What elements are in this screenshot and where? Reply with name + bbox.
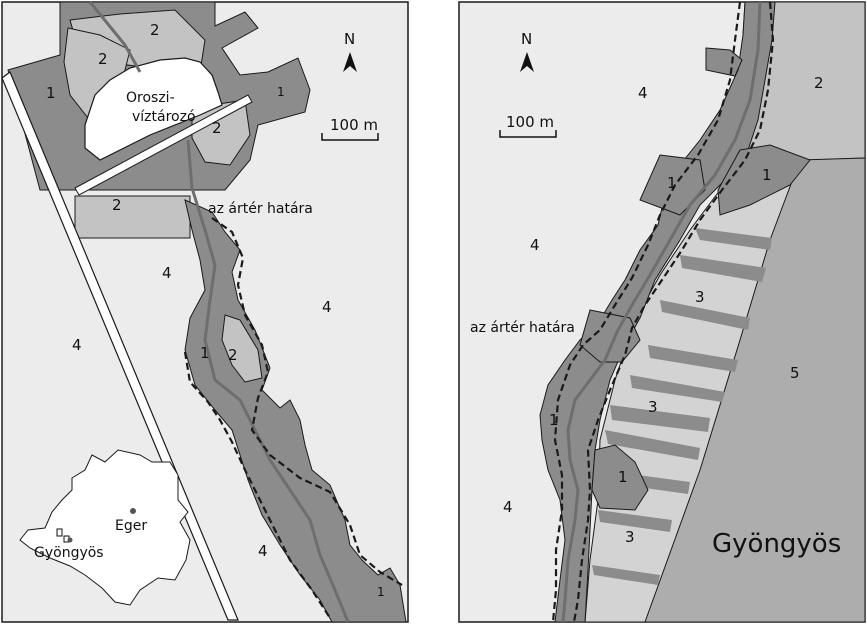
zone-number-2: 2 xyxy=(150,21,160,39)
diagonal-road xyxy=(1,71,239,621)
zone-number-4: 4 xyxy=(503,498,513,516)
zone-2-south-strip xyxy=(74,195,191,239)
zone-number-2: 2 xyxy=(112,196,122,214)
reservoir-water xyxy=(84,57,223,161)
stream-line xyxy=(88,1,350,623)
zone-number-5: 5 xyxy=(790,364,800,382)
scale-label-left: 100 m xyxy=(330,116,378,134)
north-label-right: N xyxy=(521,30,532,48)
zone-number-1: 1 xyxy=(549,411,559,429)
city-dot-gyongyos xyxy=(67,537,73,543)
city-label-gyongyos: Gyöngyös xyxy=(712,529,841,559)
reservoir-label-line1: Oroszi- xyxy=(126,90,175,106)
zone-number-3: 3 xyxy=(648,398,658,416)
zone-number-1: 1 xyxy=(618,468,628,486)
city-dot-eger xyxy=(130,508,136,514)
zone-number-4: 4 xyxy=(322,298,332,316)
zone-number-3: 3 xyxy=(625,528,635,546)
zone-number-2: 2 xyxy=(98,50,108,68)
zone-5-city-area xyxy=(644,157,866,623)
zone-2-valley-patch xyxy=(221,314,263,383)
zone-number-2: 2 xyxy=(814,74,824,92)
zone-number-1: 1 xyxy=(377,585,385,599)
zone-number-3: 3 xyxy=(695,288,705,306)
zone-number-4: 4 xyxy=(258,542,268,560)
zone-number-1: 1 xyxy=(762,166,772,184)
north-arrow-left: N xyxy=(343,30,357,72)
inset-label-gyongyos: Gyöngyös xyxy=(34,545,104,561)
scale-label-right: 100 m xyxy=(506,113,554,131)
reservoir-label-line2: víztározó xyxy=(132,109,196,125)
zone-1-branch-north xyxy=(705,47,743,77)
zone-number-4: 4 xyxy=(530,236,540,254)
zone-number-1: 1 xyxy=(667,174,677,192)
inset-label-eger: Eger xyxy=(115,518,147,534)
zone-number-4: 4 xyxy=(638,84,648,102)
right-map-panel: N 100 m az ártér határa Gyöngyös 1 1 1 1… xyxy=(458,1,866,623)
stream-line-right xyxy=(561,1,762,623)
study-area-marker xyxy=(56,528,63,537)
inset-location-map: Eger Gyöngyös xyxy=(19,449,191,606)
zone-number-4: 4 xyxy=(72,336,82,354)
floodplain-label-left: az ártér határa xyxy=(208,201,313,217)
zone-number-1: 1 xyxy=(46,84,56,102)
floodplain-boundary xyxy=(183,217,403,619)
zone-number-1: 1 xyxy=(277,85,285,99)
zone-number-2: 2 xyxy=(212,119,222,137)
scale-bar-left: 100 m xyxy=(321,116,379,141)
scale-bar-right: 100 m xyxy=(499,113,557,138)
zone-1-branch-east xyxy=(717,144,811,216)
zone-number-1: 1 xyxy=(200,344,210,362)
left-map-panel: N 100 m Oroszi- víztározó az ártér határ… xyxy=(1,1,409,623)
dam-road xyxy=(74,94,253,196)
floodplain-label-right: az ártér határa xyxy=(470,320,575,336)
north-label-left: N xyxy=(344,30,355,48)
floodplain-boundary-right xyxy=(551,1,775,623)
zone-number-4: 4 xyxy=(162,264,172,282)
north-arrow-right: N xyxy=(520,30,534,72)
zone-1-branch-southeast xyxy=(591,444,649,511)
zone-number-2: 2 xyxy=(228,346,238,364)
county-outline xyxy=(19,449,191,606)
orchard-stripes xyxy=(592,228,772,585)
